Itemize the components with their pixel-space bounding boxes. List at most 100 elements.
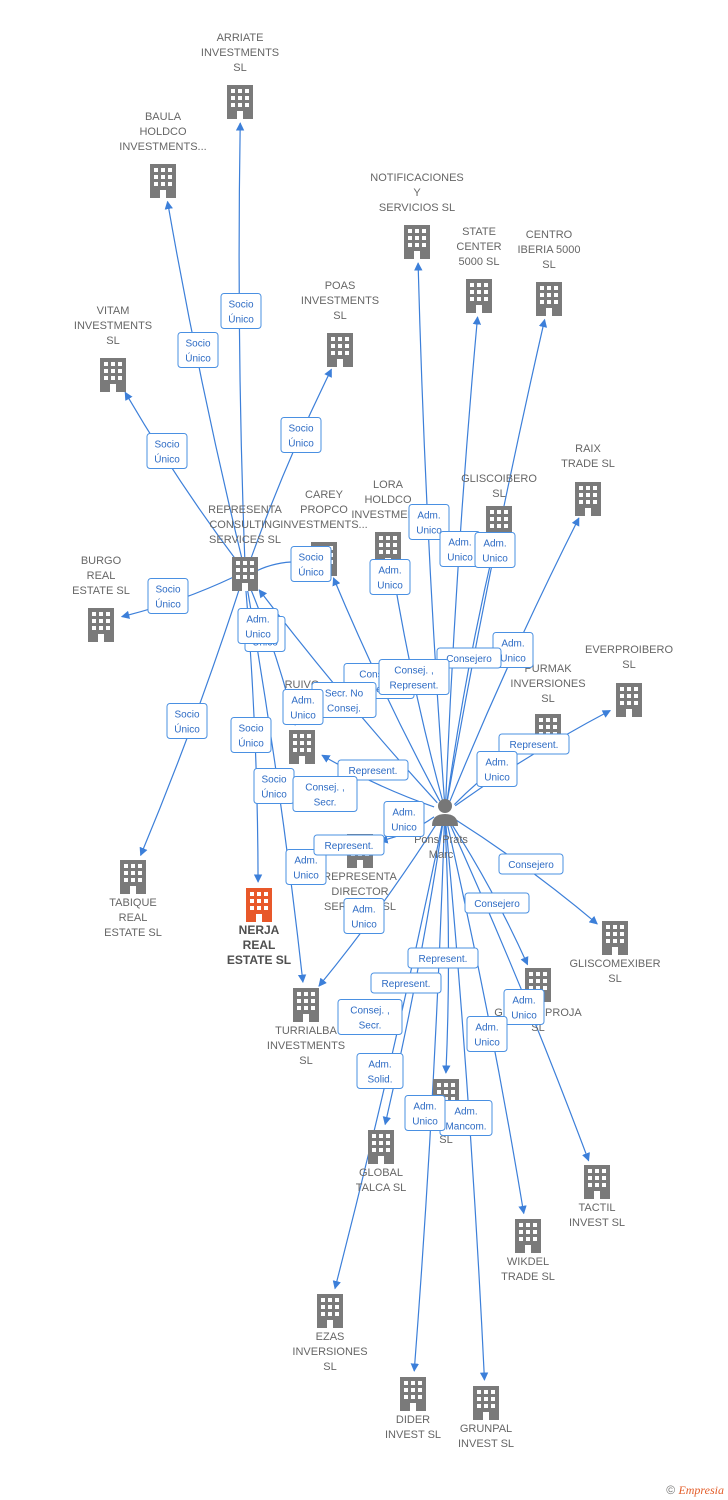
label-text: Consej. , (305, 783, 344, 794)
relation-label-person-tactil[interactable]: Adm.Unico (503, 989, 545, 1025)
label-text: Consej. (327, 704, 361, 715)
company-node-unnamed_sl[interactable]: SL (433, 1079, 459, 1146)
relation-edge-representa-poas (249, 368, 332, 563)
building-icon (232, 557, 258, 591)
company-name-line: INVEST SL (569, 1217, 625, 1229)
label-text: Adm. (352, 905, 375, 916)
building-icon (327, 333, 353, 367)
company-name-line: ESTATE SL (104, 927, 162, 939)
relation-label-person-everproibero[interactable]: Represent. (498, 733, 570, 755)
relation-label-extra[interactable]: Adm.Unico (282, 689, 324, 725)
building-icon (227, 85, 253, 119)
label-text: Adm. (291, 696, 314, 707)
label-box (503, 989, 545, 1025)
building-icon (584, 1165, 610, 1199)
label-text: Único (185, 352, 211, 365)
label-text: Único (288, 437, 314, 450)
company-name-line: REAL (87, 570, 116, 582)
relation-label-person-gliscomexiber[interactable]: Consejero (498, 853, 564, 875)
label-text: Socio (154, 440, 179, 451)
relation-label-person-ezas[interactable]: Represent. (313, 834, 385, 856)
relation-label-person-glisco_proja[interactable]: Consejero (464, 892, 530, 914)
relation-label-person-ruivo[interactable]: Represent. (337, 759, 409, 781)
building-icon (100, 358, 126, 392)
company-name-line: INVESTMENTS... (119, 141, 206, 153)
label-text: Unico (351, 920, 377, 931)
relation-label-person-lora[interactable]: Adm.Unico (369, 559, 411, 595)
relation-label-person-grunpal[interactable]: Represent. (407, 947, 479, 969)
company-node-carey[interactable]: CAREYPROPCOINVESTMENTS... (280, 489, 368, 576)
relation-label-person-carey[interactable]: Consej. ,Represent. (378, 659, 450, 695)
relation-label-person-dider[interactable]: Adm.Solid. (356, 1053, 404, 1089)
relation-label-person-wikdel[interactable]: Adm.Unico (466, 1016, 508, 1052)
relation-label-person-notificaciones[interactable]: Adm.Unico (408, 504, 450, 540)
relation-label-person-raix[interactable]: Adm.Unico (492, 632, 534, 668)
relation-edge-representa-baula (164, 200, 244, 562)
relation-label-person-purmak[interactable]: Adm.Unico (476, 751, 518, 787)
relation-label-extra[interactable]: Adm.Unico (237, 608, 279, 644)
company-name-line: GLOBAL (359, 1167, 403, 1179)
label-box (230, 717, 272, 753)
relation-label-extra[interactable]: Consej. ,Secr. (292, 776, 358, 812)
company-name-line: SERVICES SL (209, 534, 281, 546)
label-box (436, 647, 502, 669)
relation-label-extra[interactable]: Represent. (370, 972, 442, 994)
relation-label-extra[interactable]: Adm. Unico (343, 898, 385, 934)
company-node-lora[interactable]: LORAHOLDCOINVESTMEN... (351, 479, 425, 566)
relation-label-person-state[interactable]: Adm.Unico (439, 531, 481, 567)
label-text: Unico (482, 554, 508, 565)
company-node-baula[interactable]: BAULAHOLDCOINVESTMENTS... (119, 111, 207, 198)
label-text: Consej. , (394, 666, 433, 677)
relation-label-person-turrialba[interactable]: Adm.Unico (285, 849, 327, 885)
label-text: Represent. (382, 979, 431, 990)
label-text: Represent. (510, 740, 559, 751)
relation-label-person-representa_director[interactable]: Adm.Unico (383, 801, 425, 837)
relation-label-person-gliscoibero[interactable]: Consejero (436, 647, 502, 669)
company-name-line: BAULA (145, 111, 182, 123)
building-icon-highlighted (246, 888, 272, 922)
company-name-line: ESTATE SL (72, 585, 130, 597)
relation-label-person-centro[interactable]: Adm.Unico (474, 532, 516, 568)
building-icon (120, 860, 146, 894)
relation-label-person-global[interactable]: Consej. ,Secr. (337, 999, 403, 1035)
brand-logo[interactable]: Empresia (678, 1483, 724, 1497)
company-name-line: TRADE SL (561, 458, 615, 470)
relation-label-person-unnamed_sl[interactable]: Adm.Mancom. (439, 1100, 493, 1136)
edge-labels-layer: SocioÚnicoSocioÚnicoSocioÚnicoSocioÚnico… (146, 293, 570, 1136)
label-box (407, 947, 479, 969)
relation-label-extra[interactable]: Adm.Unico (404, 1095, 446, 1131)
